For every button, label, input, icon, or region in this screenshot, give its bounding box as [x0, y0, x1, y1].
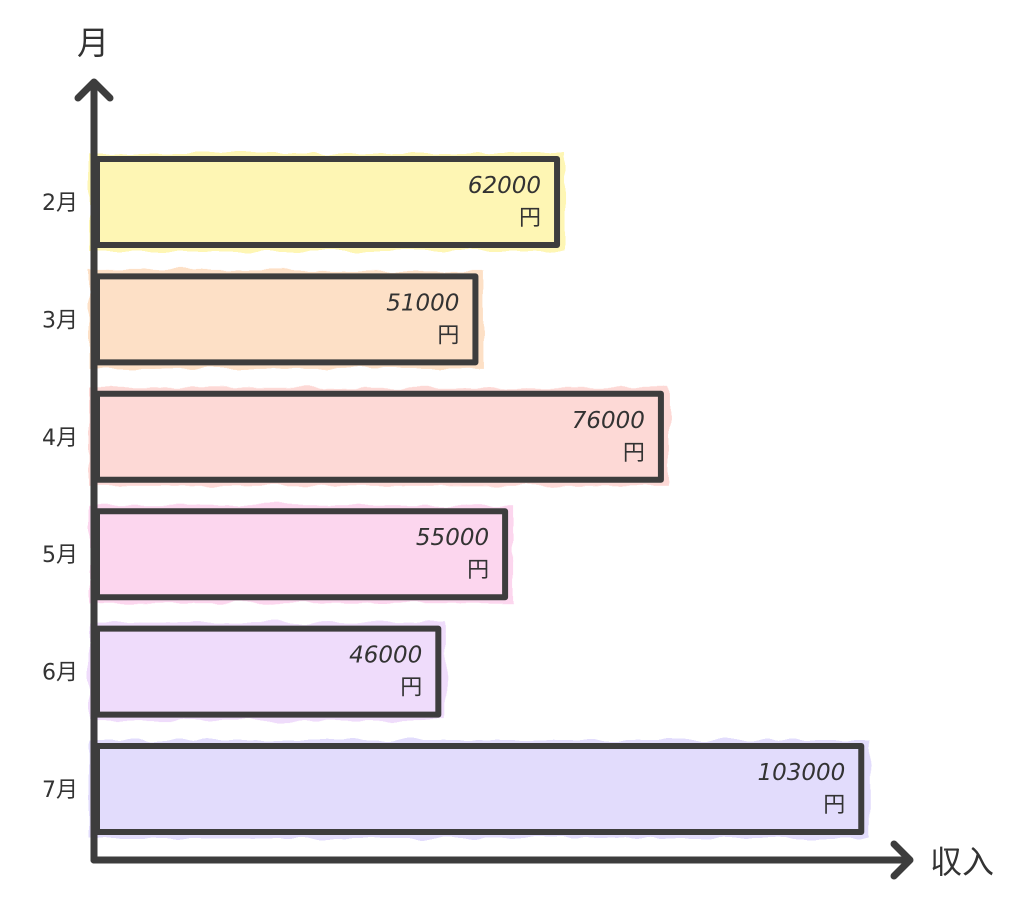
data-value-label: 55000 [416, 525, 489, 551]
y-axis-title: 月 [77, 24, 109, 62]
bars-layer [89, 153, 870, 838]
bar-fill [89, 740, 870, 838]
bar-fill [89, 505, 514, 604]
axes-layer: 月 収入 [74, 24, 994, 881]
bar-fill [89, 622, 447, 721]
y-tick-label: 4月 [42, 426, 78, 451]
bar-fill [89, 153, 566, 251]
y-tick-label: 5月 [42, 543, 78, 568]
bar-fill [89, 270, 484, 369]
x-axis-arrowhead [890, 840, 914, 880]
x-axis-title: 収入 [930, 843, 994, 881]
bar-fill [89, 387, 669, 486]
data-value-label: 46000 [349, 643, 422, 669]
data-value-label: 51000 [386, 290, 459, 316]
y-tick-label: 2月 [42, 191, 78, 216]
data-unit-label: 円 [437, 323, 459, 348]
data-unit-label: 円 [467, 558, 489, 583]
y-axis-arrowhead [74, 78, 114, 102]
data-value-label: 103000 [757, 760, 845, 786]
data-value-label: 62000 [468, 173, 541, 199]
y-tick-label: 3月 [42, 308, 78, 333]
data-value-label: 76000 [572, 408, 645, 434]
data-unit-label: 円 [519, 206, 541, 231]
data-unit-label: 円 [400, 676, 422, 701]
labels-layer: 2月 62000 円 3月 51000 円 4月 76000 円 5月 55000 円 6月 46000 円… [42, 173, 845, 818]
data-unit-label: 円 [823, 793, 845, 818]
y-tick-label: 6月 [42, 661, 78, 686]
y-tick-label: 7月 [42, 778, 78, 803]
data-unit-label: 円 [623, 441, 645, 466]
